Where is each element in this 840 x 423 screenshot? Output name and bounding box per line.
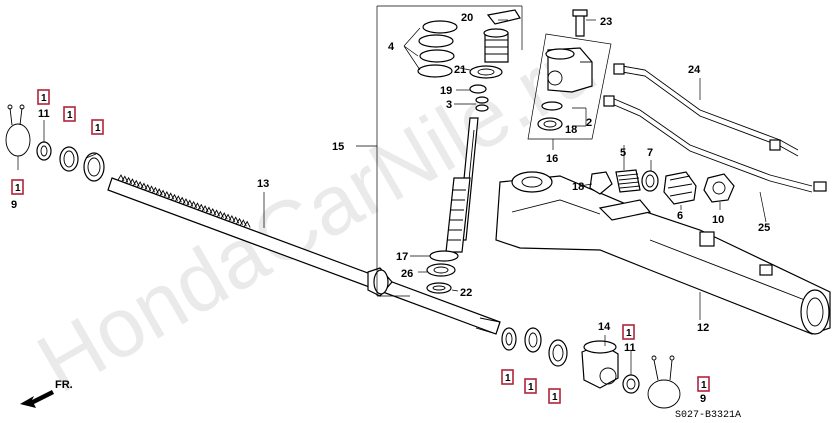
ring-19 bbox=[469, 84, 487, 94]
boot-6 bbox=[663, 171, 697, 205]
label-12: 12 bbox=[697, 322, 709, 334]
plug-8 bbox=[589, 171, 613, 195]
bolt-23 bbox=[572, 9, 588, 37]
o-ring-7 bbox=[641, 170, 659, 192]
valve-body bbox=[483, 28, 509, 63]
label-9-right: 9 bbox=[700, 393, 706, 405]
label-18-box: 18 bbox=[565, 124, 577, 136]
label-4: 4 bbox=[388, 41, 395, 53]
pipe-24 bbox=[613, 63, 799, 157]
label-2: 2 bbox=[586, 117, 592, 129]
washers-3 bbox=[475, 96, 489, 112]
label-25: 25 bbox=[758, 222, 770, 234]
label-3: 3 bbox=[446, 99, 452, 111]
badge-right-2: 1 bbox=[524, 378, 537, 394]
valve-housing bbox=[545, 47, 593, 93]
seal-2 bbox=[541, 101, 563, 111]
label-8: 18 bbox=[572, 181, 584, 193]
svg-text:1: 1 bbox=[95, 123, 101, 134]
badge-left-2: 1 bbox=[63, 106, 76, 122]
badges: 1 1 1 1 1 1 1 1 bbox=[11, 89, 710, 404]
label-24: 24 bbox=[688, 64, 701, 76]
badge-right-3: 1 bbox=[548, 388, 561, 404]
badge-right-5: 1 bbox=[697, 376, 710, 392]
svg-text:1: 1 bbox=[505, 373, 511, 384]
front-label: FR. bbox=[55, 379, 73, 391]
left-boot-band bbox=[5, 104, 31, 157]
svg-text:1: 1 bbox=[626, 328, 632, 339]
right-ring-1b bbox=[524, 327, 542, 353]
label-6: 6 bbox=[677, 210, 683, 222]
right-ring-1a bbox=[501, 327, 517, 351]
badge-left-top: 1 bbox=[37, 89, 50, 105]
badge-left-bottom: 1 bbox=[11, 179, 24, 195]
label-9-left: 9 bbox=[11, 199, 17, 211]
snap-ring-20 bbox=[486, 9, 521, 25]
left-bushing-ring bbox=[59, 146, 79, 172]
bearing-21 bbox=[469, 65, 503, 79]
bearing-18-box bbox=[537, 117, 563, 131]
front-arrow: FR. bbox=[20, 379, 73, 408]
svg-text:1: 1 bbox=[701, 380, 707, 391]
valve-housing-bracket-16 bbox=[527, 33, 612, 140]
label-5: 5 bbox=[620, 147, 626, 159]
left-bushing-11 bbox=[36, 141, 52, 161]
seals-4 bbox=[403, 20, 458, 78]
ring-17 bbox=[429, 250, 459, 262]
nut-10 bbox=[703, 173, 735, 203]
label-14: 14 bbox=[598, 321, 611, 333]
bearing-26 bbox=[426, 263, 456, 277]
label-20: 20 bbox=[461, 12, 473, 24]
label-13: 13 bbox=[257, 178, 269, 190]
label-15: 15 bbox=[332, 141, 344, 153]
label-19: 19 bbox=[440, 85, 452, 97]
badge-right-1: 1 bbox=[501, 369, 514, 385]
spring-5 bbox=[615, 169, 641, 193]
pinion-bracket-15 bbox=[356, 5, 523, 297]
label-11-left: 11 bbox=[38, 108, 50, 120]
svg-text:1: 1 bbox=[528, 382, 534, 393]
rack-tooth bbox=[243, 220, 251, 228]
left-stopper bbox=[83, 152, 105, 182]
nut-22 bbox=[426, 282, 452, 294]
svg-text:1: 1 bbox=[41, 93, 47, 104]
right-ring-1c bbox=[548, 339, 568, 367]
label-16: 16 bbox=[546, 153, 558, 165]
part-labels: 2 3 4 5 6 7 18 9 9 10 11 11 12 13 14 15 … bbox=[11, 12, 770, 405]
gearbox-housing-12 bbox=[495, 171, 831, 335]
right-boot-band-9 bbox=[647, 355, 681, 409]
right-bushing-11 bbox=[622, 374, 640, 394]
label-11-right: 11 bbox=[624, 342, 636, 354]
rack-13 bbox=[107, 174, 501, 335]
badge-right-4: 1 bbox=[622, 324, 635, 340]
label-22: 22 bbox=[460, 287, 472, 299]
svg-text:1: 1 bbox=[15, 183, 21, 194]
diagram-code: S027-B3321A bbox=[675, 410, 741, 421]
label-17: 17 bbox=[396, 251, 408, 263]
leader-lines bbox=[17, 19, 767, 375]
label-7: 7 bbox=[647, 147, 653, 159]
svg-text:1: 1 bbox=[67, 110, 73, 121]
end-cap-14 bbox=[581, 340, 619, 389]
label-26: 26 bbox=[401, 268, 413, 280]
pipe-25 bbox=[603, 95, 827, 193]
badge-left-3: 1 bbox=[91, 119, 104, 135]
label-10: 10 bbox=[712, 214, 724, 226]
svg-text:1: 1 bbox=[552, 392, 558, 403]
pinion-shaft bbox=[445, 117, 479, 253]
label-23: 23 bbox=[600, 16, 612, 28]
label-21: 21 bbox=[454, 64, 466, 76]
